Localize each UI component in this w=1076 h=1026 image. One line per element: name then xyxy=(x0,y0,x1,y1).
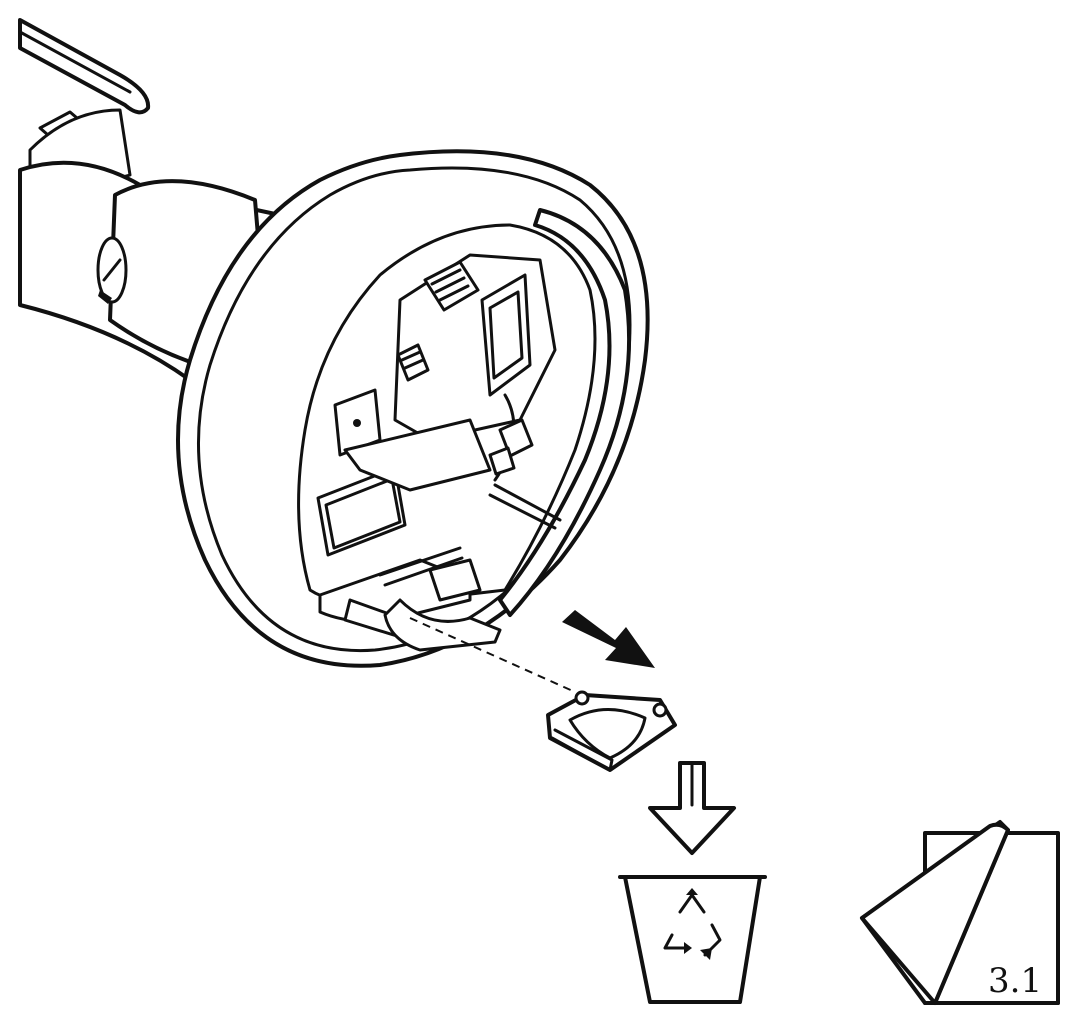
recycle-bin-icon xyxy=(618,875,767,1004)
folded-page-icon: 3.1 xyxy=(860,820,1060,1005)
step-number-label: 3.1 xyxy=(988,961,1042,1001)
hollow-down-arrow-icon xyxy=(648,761,736,855)
guide-dashed-line xyxy=(409,617,576,693)
cover-piece xyxy=(546,690,677,772)
arrow-down-right-icon xyxy=(562,610,655,668)
internal-components xyxy=(316,253,562,652)
